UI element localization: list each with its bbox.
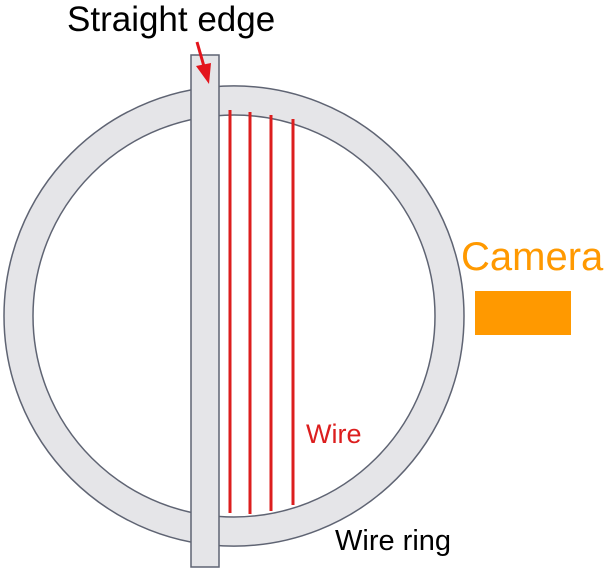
wire-ring [3,85,465,547]
wire-label: Wire [306,419,362,449]
camera-block [475,291,571,335]
straight-edge-arrow [195,41,211,84]
straight-edge-label: Straight edge [67,0,275,39]
arrow-head [196,63,211,84]
wire-ring-label: Wire ring [335,525,451,557]
straight-edge-bar [190,54,220,568]
wire-group [228,110,295,514]
camera-label: Camera [461,235,604,279]
